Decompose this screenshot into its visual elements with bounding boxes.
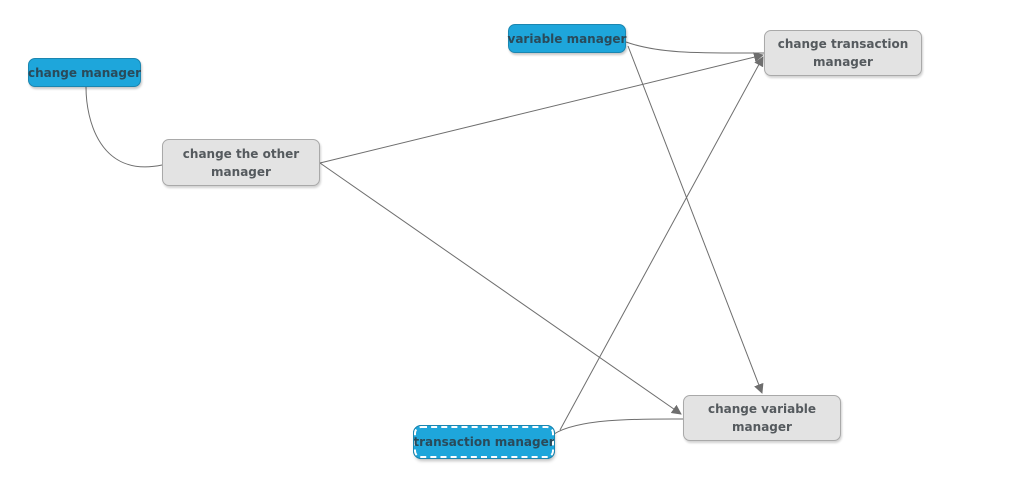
node-change-the-other-manager[interactable]: change the other manager — [162, 139, 320, 186]
edge-change-the-other-manager-to-change-transaction-manager[interactable] — [319, 52, 764, 164]
node-label: variable manager — [507, 31, 627, 46]
node-label: change variable manager — [707, 402, 817, 434]
node-change-transaction-manager[interactable]: change transaction manager — [764, 30, 922, 76]
edge-transaction-manager-to-change-variable-manager[interactable] — [553, 418, 684, 435]
edge-change-the-other-manager-to-change-variable-manager[interactable] — [319, 162, 682, 415]
node-variable-manager[interactable]: variable manager — [508, 24, 626, 53]
edge-variable-manager-to-change-transaction-manager[interactable] — [625, 41, 765, 54]
edge-change-manager-to-change-the-other-manager[interactable] — [85, 86, 163, 168]
edge-variable-manager-to-change-variable-manager[interactable] — [627, 45, 764, 394]
node-change-variable-manager[interactable]: change variable manager — [683, 395, 841, 441]
node-label: transaction manager — [413, 435, 555, 449]
edge-transaction-manager-to-change-transaction-manager[interactable] — [559, 56, 764, 431]
node-label: change the other manager — [182, 146, 300, 179]
node-label: change transaction manager — [777, 37, 909, 69]
node-transaction-manager[interactable]: transaction manager — [413, 425, 555, 459]
node-label: change manager — [27, 65, 142, 80]
node-change-manager[interactable]: change manager — [28, 58, 141, 87]
